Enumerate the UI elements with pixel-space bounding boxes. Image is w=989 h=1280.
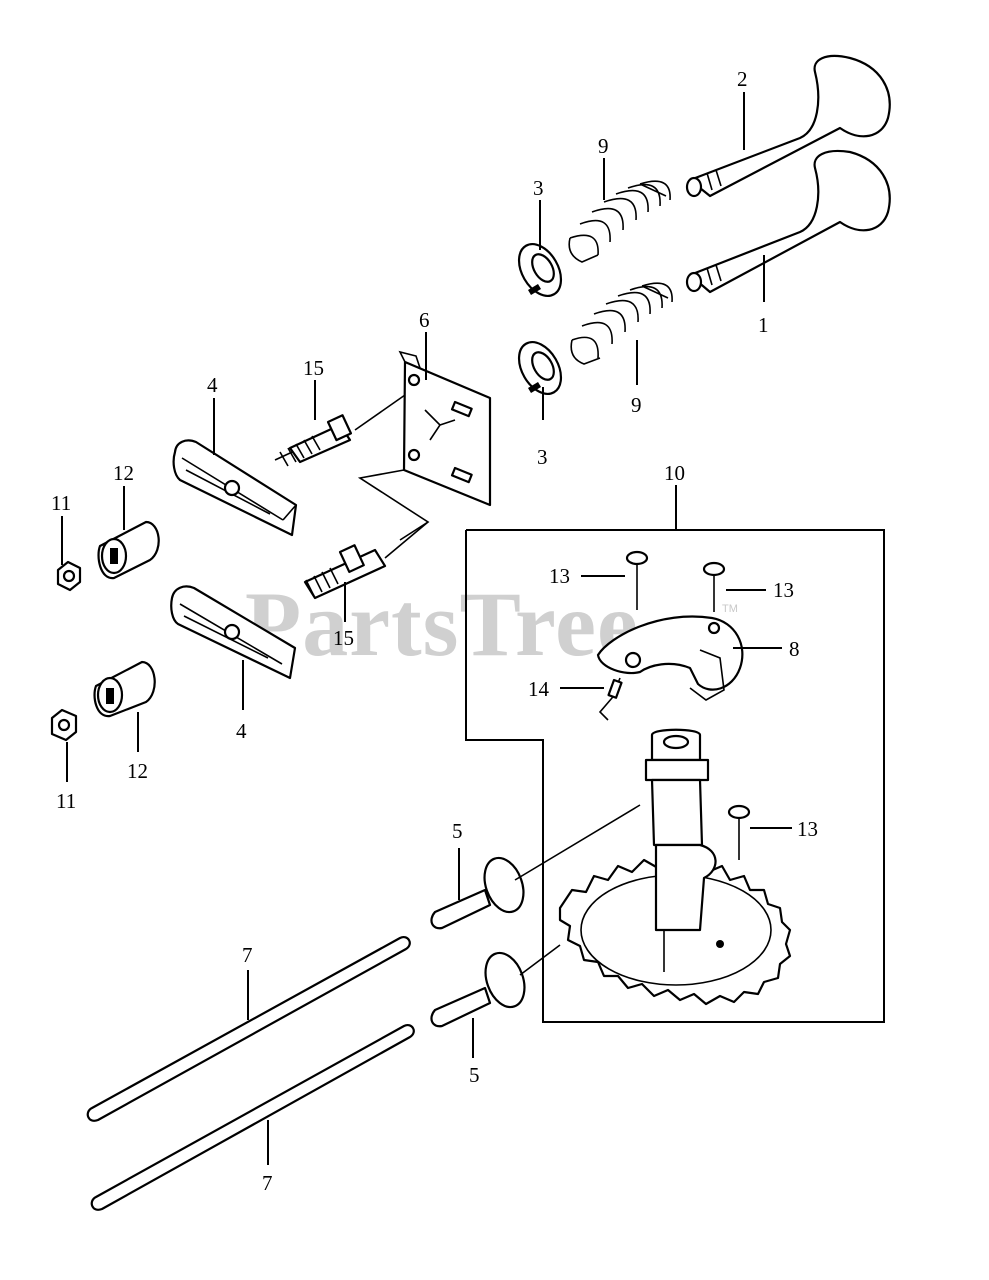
exhaust-valve[interactable] [685,54,891,198]
rocker-arm-upper[interactable] [172,439,298,537]
rocker-pivot-lower[interactable] [93,660,156,718]
callout-15-upper: 15 [303,356,324,380]
callout-6: 6 [419,308,430,332]
governor-weight[interactable] [596,615,744,701]
rivet-right[interactable] [702,561,726,612]
cam-assembly-outline [465,485,885,1023]
spring-retainer-lower[interactable] [510,335,569,401]
push-rod-guide-plate[interactable] [357,350,492,541]
callout-13-right: 13 [773,578,794,602]
valve-spring-upper[interactable] [568,180,671,263]
intake-valve[interactable] [685,149,891,294]
rocker-nut-lower[interactable] [50,708,78,742]
callout-4-lower: 4 [236,719,247,743]
watermark-text: PartsTree [245,573,639,675]
tappet-lower[interactable] [430,944,561,1028]
callout-4-upper: 4 [207,373,218,397]
callout-8: 8 [789,637,800,661]
callout-12-lower: 12 [127,759,148,783]
adjusting-screw-upper[interactable] [274,394,406,467]
watermark-trademark: TM [722,603,738,615]
adjusting-screw-lower[interactable] [303,521,429,600]
callout-11-lower: 11 [56,789,76,813]
callout-3-lower: 3 [537,445,548,469]
callout-2: 2 [737,67,748,91]
callout-9-upper: 9 [598,134,609,158]
callout-12-upper: 12 [113,461,134,485]
callout-7-lower: 7 [262,1171,273,1195]
governor-pin[interactable] [598,677,623,721]
rocker-arm-lower[interactable] [170,585,297,680]
rocker-nut-upper[interactable] [56,560,82,592]
callout-5-lower: 5 [469,1063,480,1087]
spring-retainer-upper[interactable] [510,237,569,303]
callout-10: 10 [664,461,685,485]
leader-lines [61,92,792,1165]
callout-14: 14 [528,677,550,701]
callout-13-left: 13 [549,564,570,588]
callout-15-lower: 15 [333,626,354,650]
tappet-upper[interactable] [430,804,641,930]
valve-spring-lower[interactable] [570,282,673,365]
callout-5-upper: 5 [452,819,463,843]
push-rod-lower[interactable] [90,1024,415,1211]
callout-9-lower: 9 [631,393,642,417]
callout-7-upper: 7 [242,943,253,967]
callout-11-upper: 11 [51,491,71,515]
rivet-left[interactable] [625,550,649,610]
camshaft[interactable] [644,728,717,972]
push-rod-upper[interactable] [86,936,411,1122]
callout-13-gear: 13 [797,817,818,841]
callout-3-upper: 3 [533,176,544,200]
callout-1: 1 [758,313,769,337]
rocker-pivot-upper[interactable] [97,520,160,580]
rivet-gear[interactable] [727,804,751,860]
